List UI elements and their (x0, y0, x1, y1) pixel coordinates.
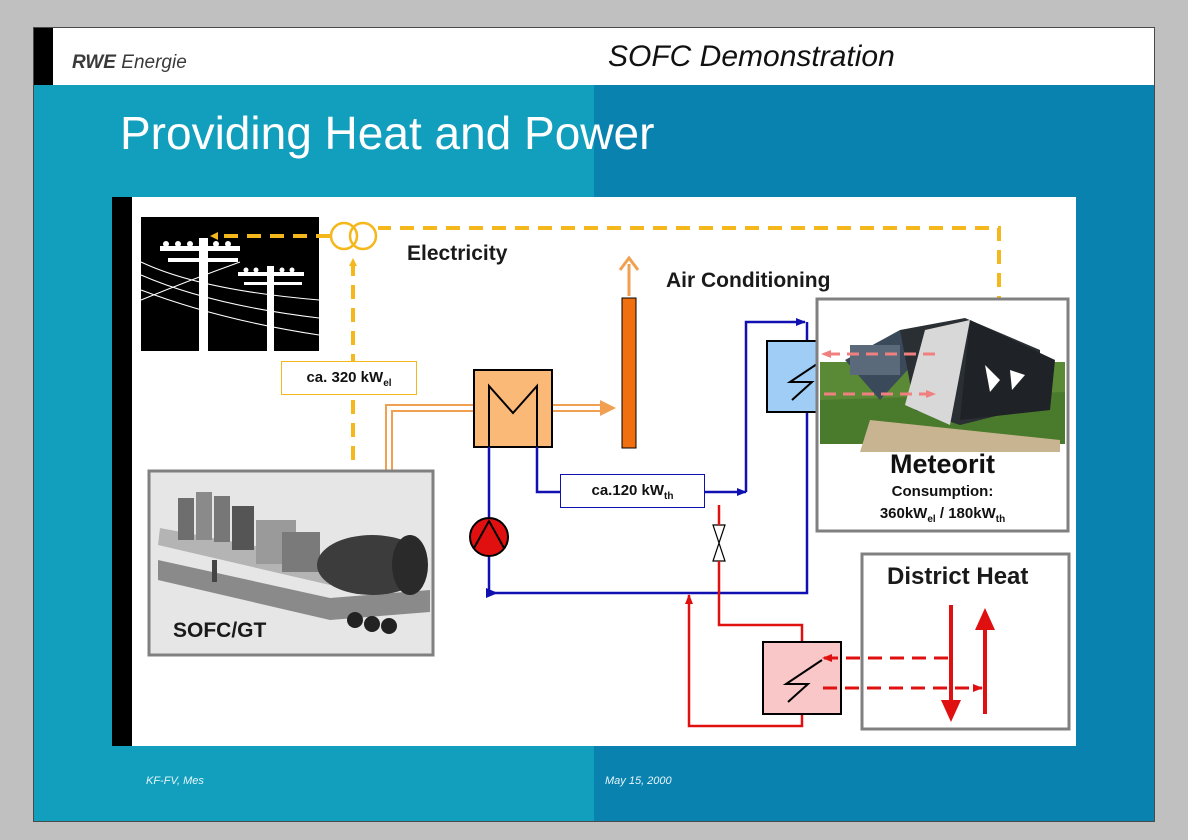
meteorit-th-sub: th (995, 514, 1006, 525)
power-output-value: ca. 320 kW (306, 369, 384, 386)
canvas-black-strip (112, 197, 132, 746)
return-arrowhead (486, 588, 498, 598)
power-output-box: ca. 320 kWel (281, 361, 417, 395)
meteorit-consumption-label: Consumption: (891, 483, 994, 500)
chimney (621, 297, 637, 449)
sofc-unit-image (158, 492, 430, 634)
district-heat-box (860, 552, 1071, 731)
transformer-icon (329, 221, 378, 251)
meteorit-title: Meteorit (889, 449, 995, 479)
heat-arrowhead (600, 400, 616, 416)
footer-author: KF-FV, Mes (146, 775, 204, 787)
header-bar: RWE Energie SOFC Demonstration (34, 28, 1154, 85)
meteorit-consumption-values: 360kWel / 180kWth (820, 503, 1065, 531)
thermal-output-sub: th (664, 491, 674, 502)
air-conditioning-label: Air Conditioning (666, 269, 830, 292)
header-title: SOFC Demonstration (608, 40, 895, 73)
rwe-logo: RWE Energie (72, 52, 187, 74)
logo-text: Energie (121, 52, 187, 73)
sofc-gt-label: SOFC/GT (173, 619, 267, 642)
footer-date: May 15, 2000 (605, 775, 672, 787)
heating-loop (685, 505, 804, 728)
cooling-loop (487, 318, 809, 595)
district-heat-label: District Heat (887, 563, 1028, 590)
district-heat-pipes (941, 605, 995, 722)
meteorit-info: Meteorit Consumption: 360kWel / 180kWth (820, 447, 1065, 531)
thermal-output-box: ca.120 kWth (560, 474, 705, 508)
slide-title: Providing Heat and Power (120, 107, 655, 159)
meteorit-el-value: 360kW (879, 505, 928, 522)
header-black-strip (34, 28, 53, 85)
thermal-output-value: ca.120 kW (591, 482, 665, 499)
heat-exchanger-heating (762, 641, 842, 715)
meteorit-el-sub: el (927, 514, 936, 525)
pump-icon (469, 517, 509, 557)
meteorit-th-value: 180kW (948, 505, 996, 522)
exhaust-arrow (618, 255, 640, 296)
heat-pipe (385, 404, 602, 470)
valve-icon (712, 524, 726, 562)
power-output-sub: el (383, 378, 392, 389)
heat-exchanger-main (473, 369, 553, 448)
meteorit-separator: / (935, 505, 949, 522)
logo-brand: RWE (72, 52, 116, 73)
electricity-label: Electricity (407, 242, 508, 265)
power-lines-image (140, 217, 320, 351)
district-heat-transfer (822, 654, 983, 692)
meteorit-building-image (820, 302, 1065, 452)
